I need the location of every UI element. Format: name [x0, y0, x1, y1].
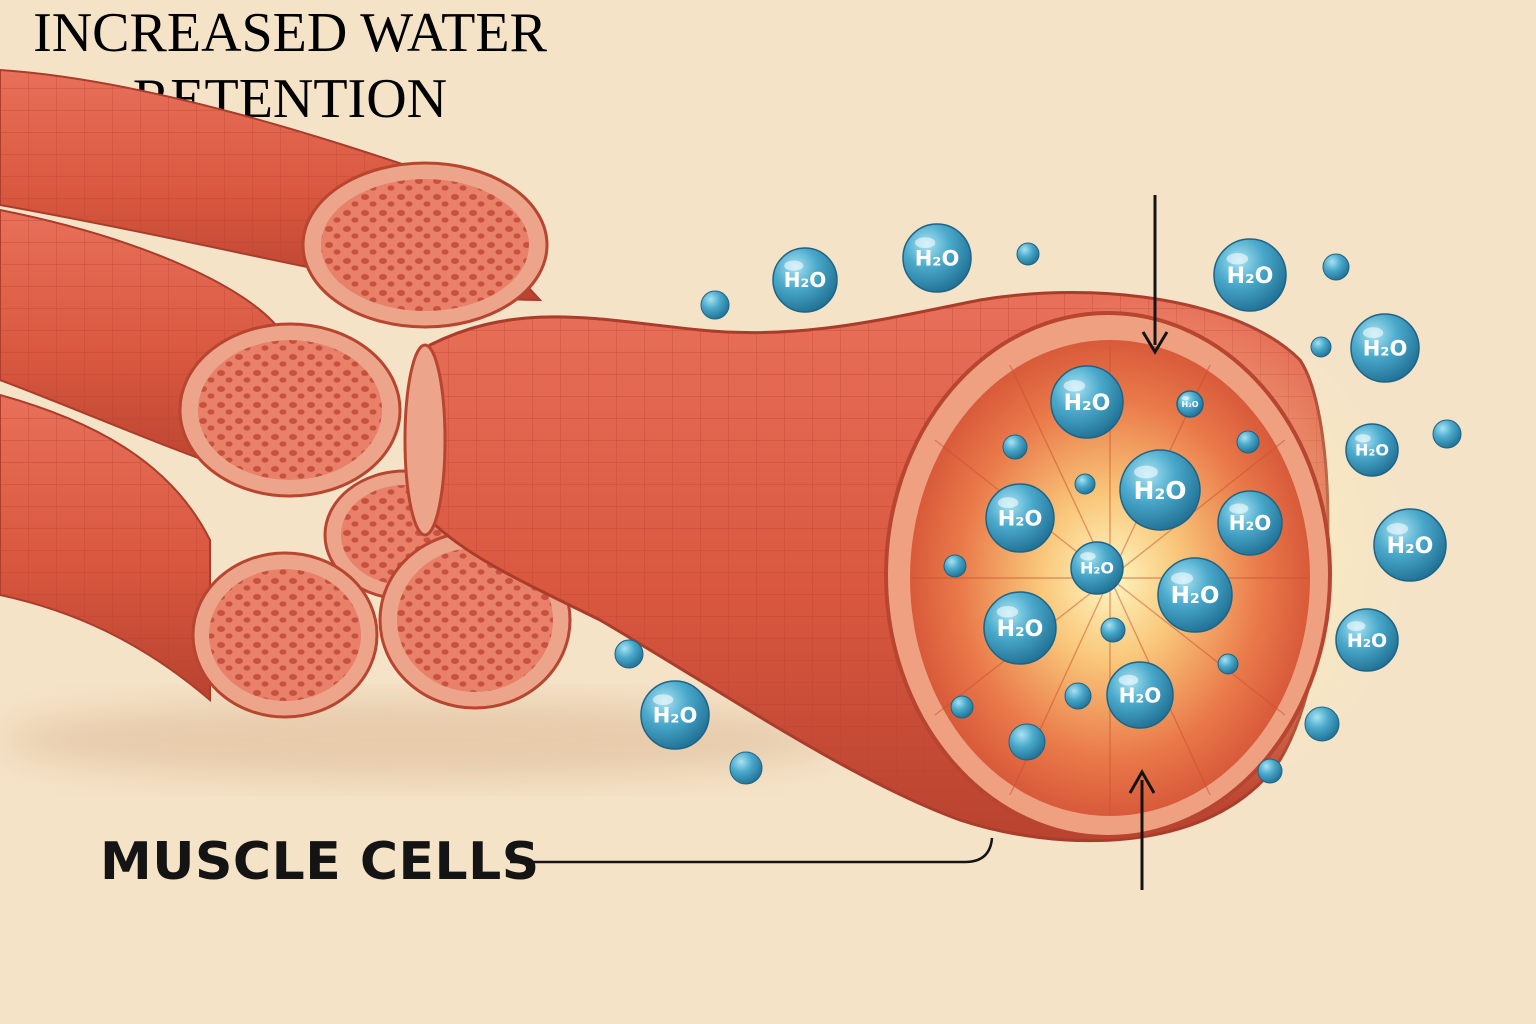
h2o-label: H₂O — [1182, 400, 1199, 409]
water-droplet — [1100, 617, 1126, 643]
bubble-highlight — [996, 606, 1019, 618]
cell-near-rim — [403, 343, 447, 537]
cross-section-middle — [178, 322, 402, 498]
bubble-highlight — [1355, 434, 1371, 443]
retention-arrow-top-head — [1141, 331, 1169, 355]
water-droplet — [950, 695, 974, 719]
bubble-highlight — [652, 694, 674, 706]
water-molecule: H₂O — [1373, 508, 1447, 582]
water-droplet — [700, 290, 730, 320]
h2o-label: H₂O — [1347, 630, 1387, 652]
annotations — [510, 195, 1169, 890]
h2o-label: H₂O — [997, 617, 1044, 642]
h2o-label: H₂O — [1171, 583, 1220, 609]
h2o-label: H₂O — [1133, 476, 1186, 505]
water-molecule: H₂O — [983, 591, 1057, 665]
water-droplet — [1074, 473, 1096, 495]
water-molecule: H₂O — [1050, 365, 1124, 439]
water-droplet — [1217, 653, 1239, 675]
bubble-highlight — [784, 260, 804, 271]
h2o-label: H₂O — [1080, 559, 1114, 578]
retention-arrow-bottom-head — [1128, 768, 1156, 794]
water-droplet — [729, 751, 763, 785]
muscle-cells-label: MUSCLE CELLS — [100, 832, 540, 892]
water-molecule: H₂O — [1070, 541, 1124, 595]
water-molecule: H₂O — [640, 680, 710, 750]
water-droplet — [1432, 419, 1462, 449]
muscle-cells-leader-line — [510, 837, 994, 864]
water-molecule: H₂O — [902, 223, 972, 293]
bubble-highlight — [1134, 465, 1158, 479]
water-molecule: H₂O — [1213, 238, 1287, 312]
water-droplet — [1002, 434, 1028, 460]
fiber-bottom-striations — [0, 395, 210, 700]
increased-water-retention-label: INCREASED WATER RETENTION — [0, 0, 580, 132]
water-molecule: H₂O — [1106, 661, 1174, 729]
bubble-highlight — [1362, 327, 1384, 339]
water-droplet — [1257, 758, 1283, 784]
water-molecule: H₂O — [1335, 608, 1399, 672]
h2o-label: H₂O — [1227, 264, 1274, 289]
bubble-highlight — [914, 237, 936, 249]
water-molecule: H₂O — [1350, 313, 1420, 383]
water-droplet — [943, 554, 967, 578]
water-droplet — [614, 639, 644, 669]
water-droplet — [1236, 430, 1260, 454]
water-molecule: H₂O — [1217, 490, 1283, 556]
h2o-label: H₂O — [915, 246, 960, 270]
bubble-highlight — [1346, 621, 1366, 632]
water-molecule: H₂O — [772, 247, 838, 313]
water-molecule: H₂O — [1157, 557, 1233, 633]
bubble-highlight — [1229, 503, 1249, 514]
title-line-1: INCREASED WATER — [33, 2, 547, 64]
water-molecule: H₂O — [985, 483, 1055, 553]
water-droplet — [1322, 253, 1350, 281]
water-droplet — [1064, 682, 1092, 710]
water-droplet — [1310, 336, 1332, 358]
h2o-label: H₂O — [784, 268, 827, 292]
water-droplet — [1304, 706, 1340, 742]
water-molecule: H₂O — [1345, 423, 1399, 477]
bundle-shadow — [0, 700, 840, 780]
water-droplet — [1008, 723, 1046, 761]
h2o-label: H₂O — [1363, 336, 1408, 360]
h2o-label: H₂O — [653, 703, 698, 727]
h2o-label: H₂O — [1119, 683, 1162, 707]
water-molecules: H₂O H₂O H₂O H₂O H₂O H₂O H₂O H₂O H₂O H₂O H₂O H₂O H₂O H… — [614, 223, 1462, 785]
cross-section-lower-left — [191, 551, 379, 719]
h2o-label: H₂O — [1387, 534, 1434, 559]
h2o-label: H₂O — [1355, 441, 1389, 460]
h2o-label: H₂O — [1229, 511, 1272, 535]
bubble-highlight — [1226, 253, 1249, 265]
bubble-highlight — [1170, 572, 1194, 585]
bubble-highlight — [1386, 523, 1409, 535]
water-droplet — [1016, 242, 1040, 266]
cross-section-top — [301, 161, 549, 329]
water-molecule: H₂O — [1176, 390, 1204, 418]
h2o-label: H₂O — [1064, 391, 1111, 416]
bubble-highlight — [997, 497, 1019, 509]
water-molecule: H₂O — [1119, 449, 1201, 531]
bubble-highlight — [1181, 396, 1190, 401]
bubble-highlight — [1118, 674, 1139, 686]
bubble-highlight — [1080, 552, 1096, 561]
h2o-label: H₂O — [998, 506, 1043, 530]
bubble-highlight — [1063, 380, 1086, 392]
